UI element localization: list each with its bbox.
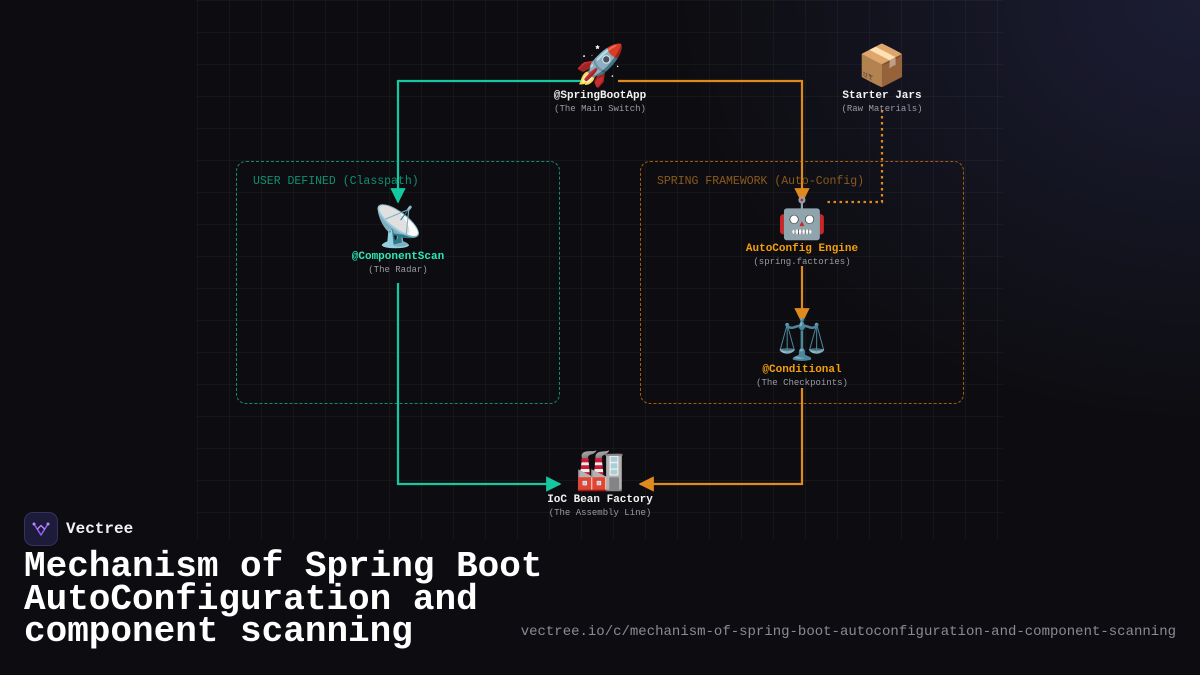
brand-logo[interactable]: Vectree xyxy=(24,512,133,546)
node-title: @SpringBootApp xyxy=(553,90,647,102)
edge-conditional-to-factory xyxy=(638,388,804,492)
spring-framework-zone-label: SPRING FRAMEWORK (Auto-Config) xyxy=(657,175,865,188)
rocket-icon: 🚀 xyxy=(575,43,625,89)
node-starter-jars: 📦 Starter Jars (Raw Materials) xyxy=(782,44,982,114)
node-subtitle: (Raw Materials) xyxy=(841,104,923,114)
node-title: IoC Bean Factory xyxy=(547,494,653,506)
spring-framework-zone: SPRING FRAMEWORK (Auto-Config) xyxy=(640,161,964,404)
node-title: AutoConfig Engine xyxy=(745,243,859,255)
source-url-link[interactable]: vectree.io/c/mechanism-of-spring-boot-au… xyxy=(520,624,1176,640)
node-spring-boot-app: 🚀 @SpringBootApp (The Main Switch) xyxy=(500,44,700,114)
edge-componentscan-to-factory xyxy=(396,283,562,492)
node-subtitle: (The Checkpoints) xyxy=(756,378,848,388)
node-ioc-bean-factory: 🏭 IoC Bean Factory (The Assembly Line) xyxy=(500,448,700,518)
node-subtitle: (The Main Switch) xyxy=(554,104,646,114)
node-component-scan: 📡 @ComponentScan (The Radar) xyxy=(298,205,498,275)
node-title: @Conditional xyxy=(762,364,842,376)
node-subtitle: (The Radar) xyxy=(368,265,428,275)
user-defined-zone: USER DEFINED (Classpath) xyxy=(236,161,560,404)
node-title: @ComponentScan xyxy=(351,251,445,263)
node-autoconfig-engine: 🤖 AutoConfig Engine (spring.factories) xyxy=(702,197,902,267)
edge-starterjars-to-autoconfig xyxy=(826,110,884,204)
balance-scale-icon: ⚖️ xyxy=(777,317,827,363)
node-subtitle: (The Assembly Line) xyxy=(548,508,652,518)
brand-name: Vectree xyxy=(66,520,134,538)
package-icon: 📦 xyxy=(857,43,907,89)
robot-icon: 🤖 xyxy=(777,196,827,242)
page-title: Mechanism of Spring Boot AutoConfigurati… xyxy=(24,546,543,652)
factory-icon: 🏭 xyxy=(575,447,625,493)
user-defined-zone-label: USER DEFINED (Classpath) xyxy=(253,175,419,188)
node-title: Starter Jars xyxy=(842,90,922,102)
vectree-logo-icon xyxy=(24,512,58,546)
node-subtitle: (spring.factories) xyxy=(753,257,851,267)
satellite-dish-icon: 📡 xyxy=(373,204,423,250)
node-conditional: ⚖️ @Conditional (The Checkpoints) xyxy=(702,318,902,388)
background-grid xyxy=(197,0,1003,540)
